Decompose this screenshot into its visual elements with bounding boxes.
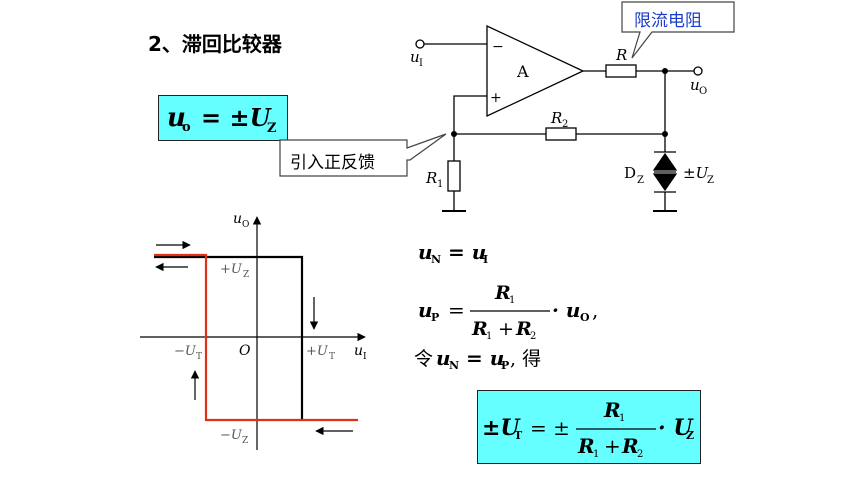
callout-positive-feedback	[279, 133, 447, 177]
resistor-r1	[447, 160, 461, 192]
section-title: 2、滞回比较器	[148, 32, 282, 56]
opamp-label: A	[516, 62, 529, 81]
final-tail-sub: Z	[686, 429, 694, 442]
eq2-numerator: R	[494, 282, 511, 304]
final-numerator: R	[603, 398, 621, 422]
final-lhs: ±U	[482, 415, 521, 441]
final-equals: = ±	[530, 416, 570, 440]
eq2-denom-a: R	[471, 318, 488, 340]
label-ui-sub: I	[419, 58, 423, 69]
threshold-formula-box: ±U T = ± R 1 R 1 + R 2 · U Z	[477, 390, 701, 464]
hysteresis-graph: u O u I O +U Z −U Z +U T −U T	[140, 211, 367, 450]
final-denom-a-sub: 1	[593, 449, 599, 460]
label-r1: R	[425, 169, 437, 187]
final-tail: · U	[658, 415, 694, 441]
final-denom-b-sub: 2	[637, 449, 643, 460]
x-axis-label-sub: I	[363, 352, 367, 362]
output-voltage-formula: u o = ±U Z	[167, 103, 277, 136]
eq3-prefix: 令	[414, 348, 433, 370]
neg-uz-label-sub: Z	[242, 436, 248, 446]
eq1-rhs-sub: I	[483, 253, 488, 266]
origin-label: O	[239, 343, 251, 359]
eq1-lhs-sub: N	[431, 253, 441, 266]
eq2-numerator-sub: 1	[509, 295, 515, 306]
callout-positive-feedback-bubble	[279, 133, 447, 177]
label-uo-sub: O	[699, 86, 707, 97]
neg-uz-label: −U	[220, 428, 243, 443]
eq3-eq: = u	[466, 346, 504, 370]
equations-block: u N = u I u P = R 1 R 1 + R 2 · u O , 令 …	[414, 240, 598, 372]
eq2-tail: · u	[552, 298, 580, 322]
eq2-denom-a-sub: 1	[486, 331, 492, 342]
eq1-rhs: = u	[448, 240, 486, 264]
eq3-suffix: , 得	[510, 348, 541, 370]
final-denom-plus: +	[604, 434, 621, 458]
output-terminal	[693, 66, 703, 76]
pos-uz-label-sub: Z	[243, 270, 249, 280]
label-ui: u	[410, 48, 420, 66]
curve-falling-path	[154, 253, 358, 422]
output-voltage-box: u o = ±U Z	[158, 95, 288, 141]
eq2-denom-plus: +	[498, 318, 514, 340]
label-r2-sub: 2	[562, 119, 568, 130]
uo-subscript: o	[182, 120, 191, 135]
opamp-triangle	[486, 24, 585, 118]
label-dz: D	[624, 164, 636, 182]
junction-node-left	[451, 131, 457, 137]
label-dz-sub: Z	[637, 175, 644, 186]
eq2-lhs: u	[418, 298, 433, 322]
threshold-formula: ±U T = ± R 1 R 1 + R 2 · U Z	[482, 398, 694, 460]
eq3-a: u	[436, 346, 451, 370]
zener-diode-lower	[652, 173, 678, 192]
junction-node-right	[662, 131, 668, 137]
input-terminal	[415, 39, 425, 49]
circuit-diagram: A − + R R 2 R 1 D Z ±U Z u I u O	[279, 1, 735, 212]
resistor-r	[605, 64, 637, 78]
callout-current-limit-text: 限流电阻	[634, 11, 702, 31]
label-uo: u	[690, 76, 700, 94]
label-pm-uz-sub: Z	[707, 175, 714, 186]
eq2-equals: =	[448, 298, 465, 322]
resistor-r2	[545, 127, 577, 141]
eq1-lhs: u	[418, 240, 433, 264]
eq2-denom-b-sub: 2	[530, 331, 536, 342]
wire-noninverting-input	[453, 95, 487, 134]
pm-uz-symbol: = ±U	[201, 103, 273, 132]
y-axis-label: u	[233, 211, 242, 227]
junction-node-output	[662, 68, 668, 74]
final-numerator-sub: 1	[619, 413, 625, 424]
y-axis-label-sub: O	[242, 220, 249, 230]
eq3-a-sub: N	[449, 359, 459, 372]
callout-current-limit	[621, 1, 735, 59]
pos-ut-label-sub: T	[329, 352, 335, 362]
final-lhs-sub: T	[514, 429, 523, 442]
label-r: R	[615, 46, 627, 64]
opamp-minus: −	[492, 39, 504, 55]
neg-ut-label: −U	[174, 344, 197, 359]
label-r1-sub: 1	[437, 179, 443, 190]
pos-uz-label: +U	[220, 262, 243, 277]
callout-positive-feedback-text: 引入正反馈	[290, 153, 375, 173]
opamp-plus: +	[490, 90, 502, 106]
x-axis-label: u	[354, 343, 363, 359]
eq3-b-sub: P	[501, 359, 509, 372]
neg-ut-label-sub: T	[196, 352, 202, 362]
eq2-denom-b: R	[515, 318, 532, 340]
label-r2: R	[550, 109, 562, 127]
zener-diode-upper	[652, 152, 678, 171]
callout-current-limit-bubble	[621, 1, 735, 59]
eq2-tail-sub: O	[580, 311, 590, 324]
pos-ut-label: +U	[306, 344, 329, 359]
uo-symbol: u	[167, 103, 186, 133]
uz-subscript: Z	[267, 121, 277, 136]
eq2-lhs-sub: P	[431, 311, 439, 324]
eq2-comma: ,	[592, 298, 598, 322]
final-denom-a: R	[577, 434, 595, 458]
final-denom-b: R	[621, 434, 639, 458]
label-pm-uz: ±U	[683, 164, 710, 182]
curve-rising-path	[154, 255, 304, 420]
